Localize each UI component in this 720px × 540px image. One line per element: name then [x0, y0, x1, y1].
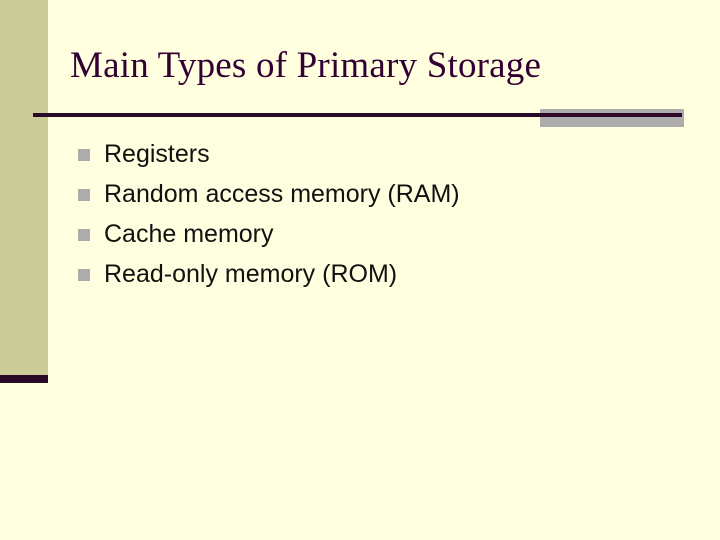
list-item-label: Registers: [104, 140, 210, 168]
bullet-list: Registers Random access memory (RAM) Cac…: [78, 134, 678, 294]
square-bullet-icon: [78, 189, 90, 201]
list-item: Registers: [78, 134, 678, 174]
list-item: Random access memory (RAM): [78, 174, 678, 214]
slide-title: Main Types of Primary Storage: [70, 45, 542, 86]
list-item-label: Read-only memory (ROM): [104, 260, 398, 288]
list-item-label: Random access memory (RAM): [104, 180, 460, 208]
square-bullet-icon: [78, 149, 90, 161]
grey-accent-block: [540, 109, 684, 127]
sidebar-foot-band: [0, 375, 48, 383]
list-item-label: Cache memory: [104, 220, 274, 248]
title-divider-rule: [33, 113, 682, 117]
list-item: Read-only memory (ROM): [78, 254, 678, 294]
list-item: Cache memory: [78, 214, 678, 254]
olive-sidebar-band: [0, 0, 48, 375]
square-bullet-icon: [78, 269, 90, 281]
square-bullet-icon: [78, 229, 90, 241]
